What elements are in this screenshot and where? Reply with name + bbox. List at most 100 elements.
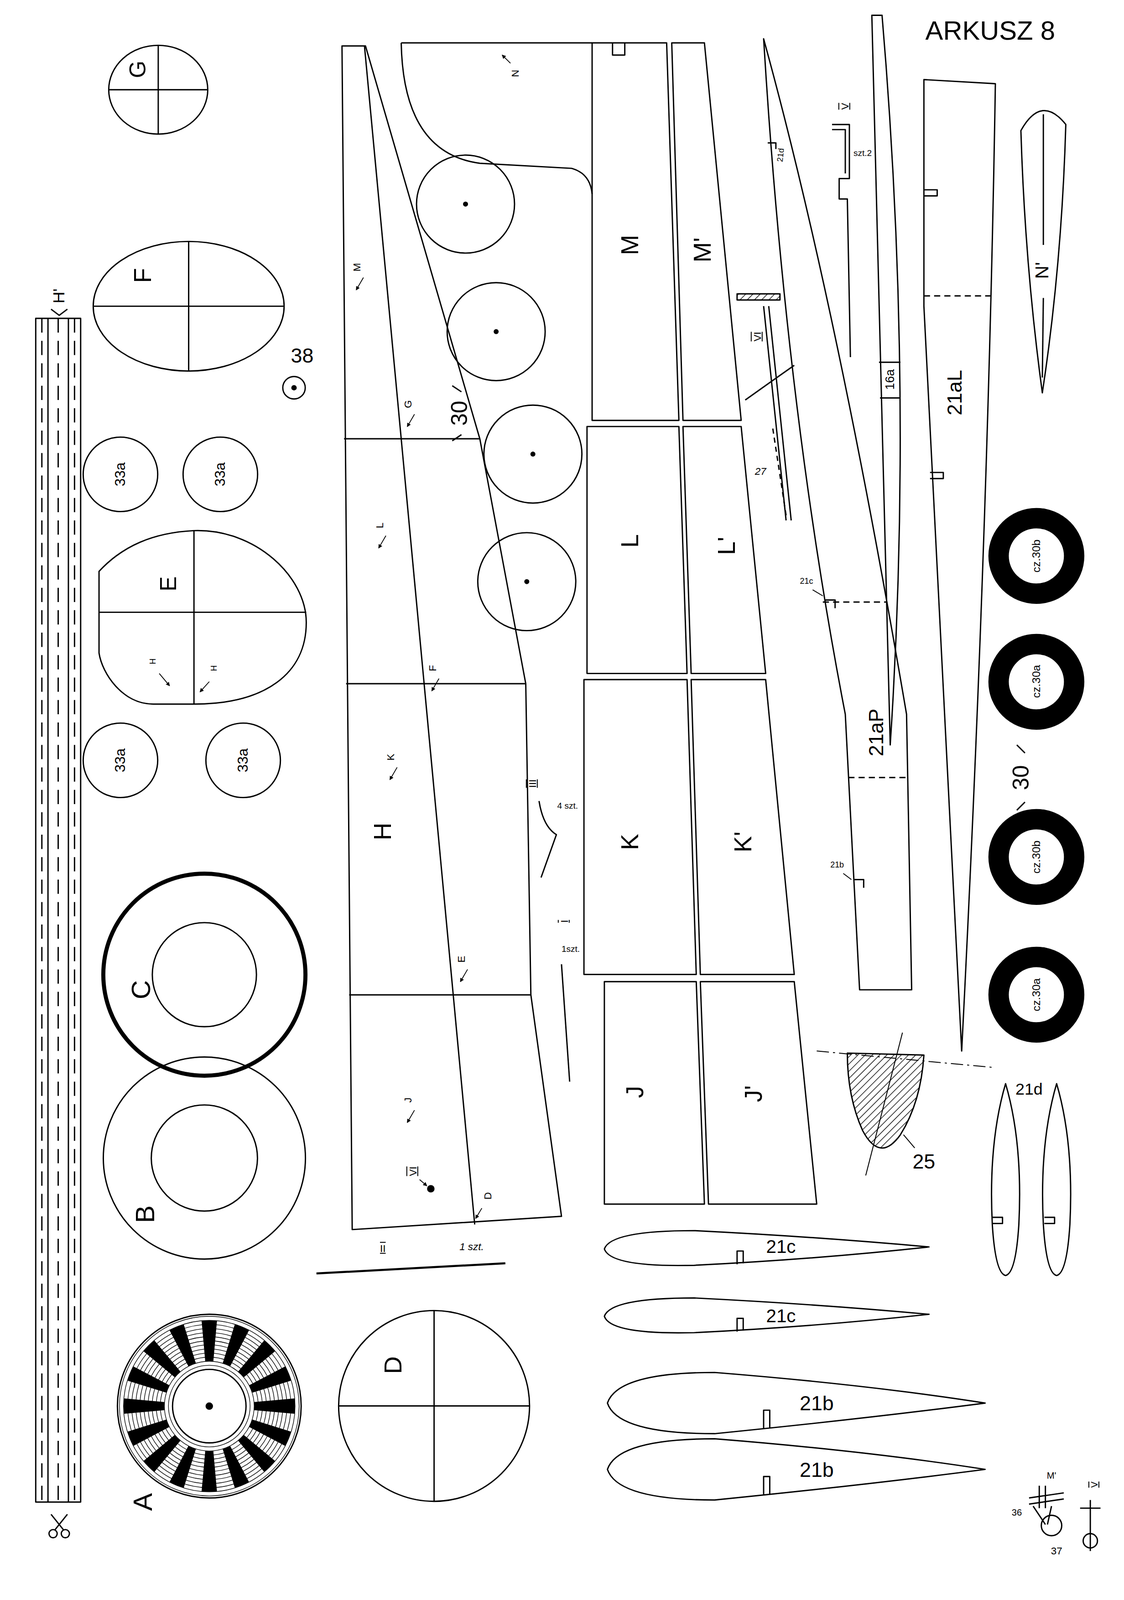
- cowling-ring-outline: [103, 873, 306, 1076]
- gear-detail: [1082, 1534, 1098, 1549]
- rib-21b: [607, 1439, 986, 1501]
- part-n-and-discs: [401, 42, 593, 44]
- strip-part: [47, 318, 49, 1503]
- strut-21al: [923, 79, 996, 1052]
- callout-label: szt.2: [853, 148, 872, 158]
- strut-21ap: [853, 879, 864, 889]
- strip-part: [35, 318, 81, 1503]
- cowling-ring-outline: [101, 871, 308, 1078]
- engine-face: [249, 1366, 292, 1394]
- gear-detail: [1044, 1485, 1046, 1509]
- former-part-outline: [91, 239, 286, 373]
- wheel-ring-outline: [988, 809, 1084, 906]
- callout-label: 37: [1051, 1545, 1063, 1556]
- disc-part: 33a: [204, 721, 282, 800]
- strut-21ap: [848, 776, 908, 779]
- part-38: [291, 385, 297, 391]
- callout-label: 1 szt.: [459, 1242, 484, 1253]
- strut-21ap: [812, 589, 823, 596]
- spar-16a: [871, 15, 901, 746]
- engine-face: [119, 1316, 300, 1497]
- part-n-and-discs: [447, 282, 546, 381]
- cowling-ring-outline: [101, 1055, 308, 1262]
- part-label: 33a: [213, 462, 228, 487]
- wing-panel-right: [604, 981, 705, 1205]
- wheel-ring: cz.30b: [985, 504, 1088, 608]
- part-label: J': [741, 1085, 766, 1103]
- wire-part-v: [832, 124, 851, 358]
- part-label: F: [130, 268, 156, 284]
- strut-21ap: [824, 600, 835, 609]
- part-label: 21c: [766, 1307, 797, 1326]
- strip-part: [57, 318, 59, 1503]
- part-label: 21b: [799, 1393, 834, 1414]
- former-part: E: [150, 565, 188, 603]
- former-e: [159, 673, 170, 687]
- callout-label: 25: [912, 1151, 936, 1172]
- callout-label: V: [840, 102, 851, 110]
- wing-panel-right: [671, 42, 742, 421]
- part-label: D: [380, 1356, 406, 1375]
- rib-21b: [607, 1372, 986, 1434]
- part-n-and-discs: [463, 202, 468, 206]
- former-e: [98, 611, 307, 614]
- wheel-ring-outline: [988, 809, 1084, 906]
- callout-label: 38: [291, 344, 314, 366]
- strut-21ap: [822, 601, 887, 604]
- part-label: cz.30b: [1030, 539, 1042, 573]
- former-e: [98, 530, 307, 704]
- part-label: H: [370, 822, 396, 841]
- glue-arrow: [378, 535, 386, 549]
- wire-part-i: [561, 964, 570, 1082]
- part-n-prime: [1020, 110, 1066, 393]
- callout-label: 4 szt.: [557, 801, 578, 811]
- engine-face: [169, 1446, 197, 1489]
- disc-part: 33a: [181, 435, 260, 514]
- part-25: [847, 1053, 925, 1149]
- callout-label: F: [427, 665, 438, 672]
- callout-label: 21c: [800, 577, 814, 586]
- rib-part: 21b: [790, 1456, 843, 1483]
- strip-part: [41, 318, 43, 1503]
- wing-panel-right: [700, 981, 817, 1205]
- callout-label: H: [149, 658, 158, 665]
- former-part-outline: [107, 43, 210, 136]
- ring-leader: [1016, 801, 1026, 811]
- callout-label: N: [510, 69, 521, 78]
- disc-part-outline: [183, 437, 258, 512]
- strut-21ap: [763, 38, 912, 990]
- rib-21c: [604, 1298, 930, 1334]
- gear-detail: [1029, 1499, 1064, 1505]
- wheel-ring: cz.30a: [985, 630, 1088, 734]
- callout-label: K: [385, 754, 396, 761]
- engine-face: [206, 1403, 213, 1410]
- engine-face: [172, 1369, 246, 1443]
- scissors-symbol: [48, 1514, 70, 1538]
- engine-face: [238, 1435, 276, 1473]
- callout-label: II: [379, 1243, 386, 1255]
- former-part-outline: [338, 1405, 530, 1407]
- strut-21al: [923, 295, 992, 297]
- rib-21c: [604, 1230, 930, 1333]
- engine-face: [238, 1340, 276, 1378]
- wheel-ring-outline: [988, 633, 1084, 730]
- scissors-symbol: [51, 1514, 64, 1530]
- callout-label: III: [527, 779, 538, 789]
- part-label: 33a: [113, 748, 128, 773]
- part-label: A: [129, 1493, 157, 1512]
- disc-part-outline: [205, 723, 281, 798]
- wheel-ring-outline: [988, 508, 1084, 604]
- callout-label: M': [1046, 1471, 1057, 1481]
- gear-detail: [1029, 1485, 1101, 1551]
- former-part-outline: [93, 241, 285, 371]
- strut-21al: [923, 189, 937, 196]
- part-n-prime: [1042, 297, 1044, 378]
- engine-face: [201, 1451, 218, 1493]
- wing-panel-left: [342, 46, 562, 1230]
- wire-part-vi: [772, 428, 786, 516]
- callout-label: 30: [1009, 764, 1032, 791]
- former-part: D: [337, 1309, 531, 1504]
- engine-face: [222, 1446, 250, 1489]
- callout-label: 27: [754, 466, 767, 477]
